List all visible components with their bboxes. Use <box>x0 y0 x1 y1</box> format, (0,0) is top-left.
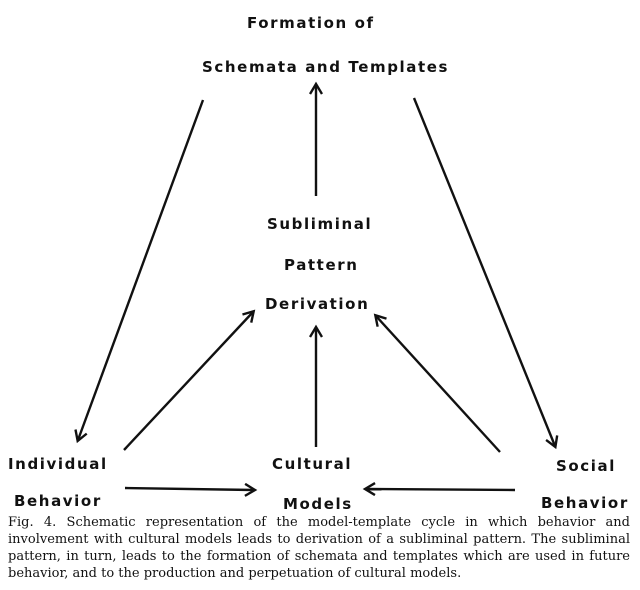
social-node-line-2: Behavior <box>541 494 629 512</box>
individual-node-line-2: Behavior <box>14 492 102 510</box>
arrow-formation-of-schemata-and-templates-to-individual-behavior <box>78 99 205 440</box>
arrow-social-behavior-to-subliminal-pattern-derivation <box>376 316 501 453</box>
arrow-social-behavior-to-cultural-models <box>366 489 516 490</box>
cultural-node-line-2: Models <box>283 495 353 513</box>
figure-caption: Fig. 4. Schematic representation of the … <box>8 515 630 581</box>
subliminal-node-line-1: Subliminal <box>267 215 373 233</box>
arrow-individual-behavior-to-subliminal-pattern-derivation <box>123 312 253 451</box>
subliminal-node-line-2: Pattern <box>284 256 359 274</box>
arrows-group <box>78 85 555 490</box>
subliminal-node-line-3: Derivation <box>265 295 370 313</box>
arrow-individual-behavior-to-cultural-models <box>124 488 254 490</box>
cultural-node-line-1: Cultural <box>272 455 353 473</box>
individual-node-line-1: Individual <box>8 455 108 473</box>
social-node-line-1: Social <box>556 457 617 475</box>
arrow-formation-of-schemata-and-templates-to-social-behavior <box>412 97 555 446</box>
formation-node-line-1: Formation of <box>247 14 375 32</box>
formation-node-line-2: Schemata and Templates <box>202 58 450 76</box>
